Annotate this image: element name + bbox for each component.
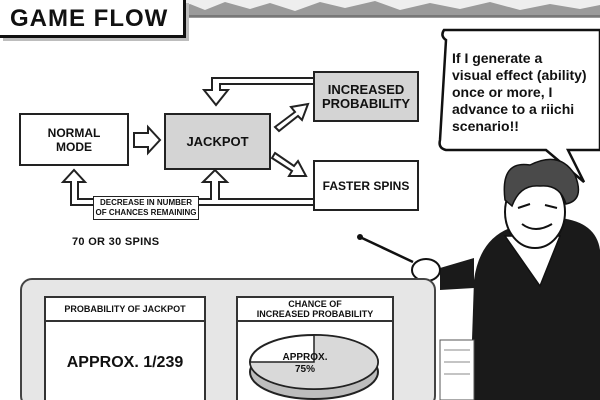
header-background-illustration xyxy=(170,0,600,18)
jackpot-probability-value: APPROX. 1/239 xyxy=(66,354,184,371)
increased-probability-box: INCREASED PROBABILITY xyxy=(313,71,419,122)
spins-note: 70 OR 30 SPINS xyxy=(72,236,160,248)
loop-increased-to-jackpot xyxy=(201,77,313,107)
header-tab: GAME FLOW xyxy=(0,0,186,38)
decrease-chances-label: DECREASE IN NUMBER OF CHANCES REMAINING xyxy=(93,196,199,220)
faster-spins-box: FASTER SPINS xyxy=(313,160,419,211)
pie-percent-label: APPROX. 75% xyxy=(282,352,328,375)
jackpot-box: JACKPOT xyxy=(164,113,271,170)
character-illustration xyxy=(357,158,600,400)
speech-text: If I generate a visual effect (ability) … xyxy=(452,50,587,134)
card-heading: CHANCE OF INCREASED PROBABILITY xyxy=(238,298,392,322)
arrow-normal-to-jackpot xyxy=(133,124,162,156)
card-heading: PROBABILITY OF JACKPOT xyxy=(46,298,204,322)
arrow-jackpot-to-increased xyxy=(273,102,310,133)
page-title: GAME FLOW xyxy=(10,5,169,32)
normal-mode-box: NORMAL MODE xyxy=(19,113,129,166)
arrow-jackpot-to-faster xyxy=(270,151,308,177)
header: GAME FLOW xyxy=(0,0,600,40)
pie-slice-increased xyxy=(249,334,379,390)
jackpot-probability-card: PROBABILITY OF JACKPOT APPROX. 1/239 xyxy=(44,296,206,400)
speech-bubble xyxy=(438,28,600,183)
